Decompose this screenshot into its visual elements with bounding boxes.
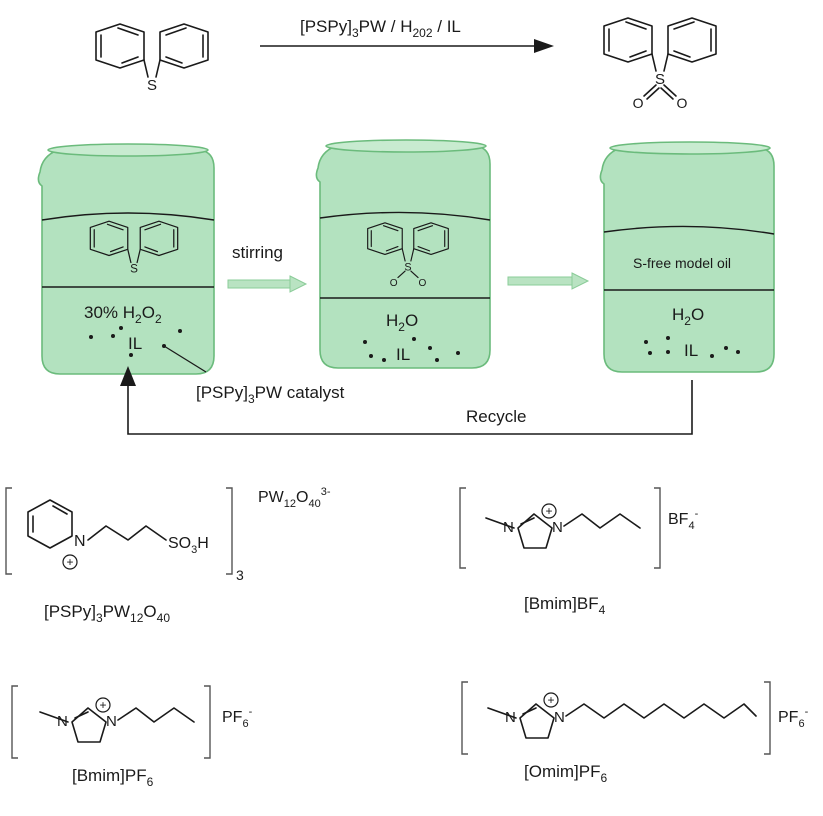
- sulfur-label: S: [147, 77, 157, 94]
- omim-pf6-structure: N N + PF6-: [461, 681, 809, 755]
- svg-text:O: O: [418, 278, 426, 289]
- sulfonic-acid-label: SO3H: [168, 535, 209, 556]
- stirring-label: stirring: [232, 243, 283, 262]
- bmim-bf4-name: [Bmim]BF4: [524, 594, 606, 617]
- oxidant-label: 30% H2O2: [84, 303, 162, 326]
- beaker-3: S-free model oil H2O IL: [599, 141, 775, 373]
- polyoxometalate-anion: PW12O403-: [258, 486, 331, 510]
- water-label: H2O: [386, 311, 418, 334]
- recycle-arrow: [120, 366, 693, 435]
- dibenzothiophene-structure: S: [95, 23, 209, 94]
- reaction-conditions: [PSPy]3PW / H202 / IL: [300, 17, 461, 40]
- water-label: H2O: [672, 305, 704, 328]
- svg-text:+: +: [66, 555, 73, 569]
- hexafluorophosphate-anion: PF6-: [778, 706, 809, 730]
- pspy-name: [PSPy]3PW12O40: [44, 602, 170, 625]
- svg-text:S: S: [404, 261, 411, 273]
- catalyst-pointer: [163, 345, 207, 373]
- svg-text:N: N: [57, 713, 68, 730]
- svg-text:O: O: [390, 278, 398, 289]
- svg-text:N: N: [503, 519, 514, 536]
- svg-text:N: N: [552, 519, 563, 536]
- dibenzothiophene-sulfone-structure: S O O: [603, 17, 717, 111]
- tetrafluoroborate-anion: BF4-: [668, 508, 699, 532]
- ionic-liquid-label: IL: [684, 341, 698, 360]
- svg-text:+: +: [99, 698, 106, 712]
- svg-text:+: +: [547, 693, 554, 707]
- sulfur-free-oil-label: S-free model oil: [633, 255, 731, 271]
- svg-text:+: +: [545, 504, 552, 518]
- bmim-pf6-structure: N N + PF6-: [11, 685, 253, 759]
- sulfone-sulfur-label: S: [655, 71, 665, 88]
- pspy-structure: N + SO3H 3 PW12O403-: [5, 486, 331, 583]
- bmim-bf4-structure: N N + BF4-: [459, 487, 699, 569]
- flow-arrow-1: [227, 275, 308, 293]
- oxygen-label-left: O: [633, 95, 644, 111]
- svg-text:N: N: [505, 709, 516, 726]
- recycle-label: Recycle: [466, 407, 526, 426]
- ionic-liquid-label: IL: [128, 334, 142, 353]
- reaction-arrow: [260, 39, 554, 53]
- svg-text:N: N: [554, 709, 565, 726]
- omim-pf6-name: [Omim]PF6: [524, 762, 608, 785]
- flow-arrow-2: [507, 272, 590, 290]
- bmim-pf6-name: [Bmim]PF6: [72, 766, 154, 789]
- ionic-liquid-label: IL: [396, 345, 410, 364]
- svg-text:S: S: [130, 263, 138, 276]
- oxygen-label-right: O: [677, 95, 688, 111]
- beaker-1: S 30% H2O2 IL: [37, 143, 215, 375]
- svg-text:N: N: [106, 713, 117, 730]
- catalyst-label: [PSPy]3PW catalyst: [196, 383, 345, 406]
- svg-text:3: 3: [236, 567, 244, 583]
- svg-text:N: N: [74, 533, 86, 550]
- beaker-2: S O O H2O IL: [315, 139, 491, 369]
- hexafluorophosphate-anion: PF6-: [222, 706, 253, 730]
